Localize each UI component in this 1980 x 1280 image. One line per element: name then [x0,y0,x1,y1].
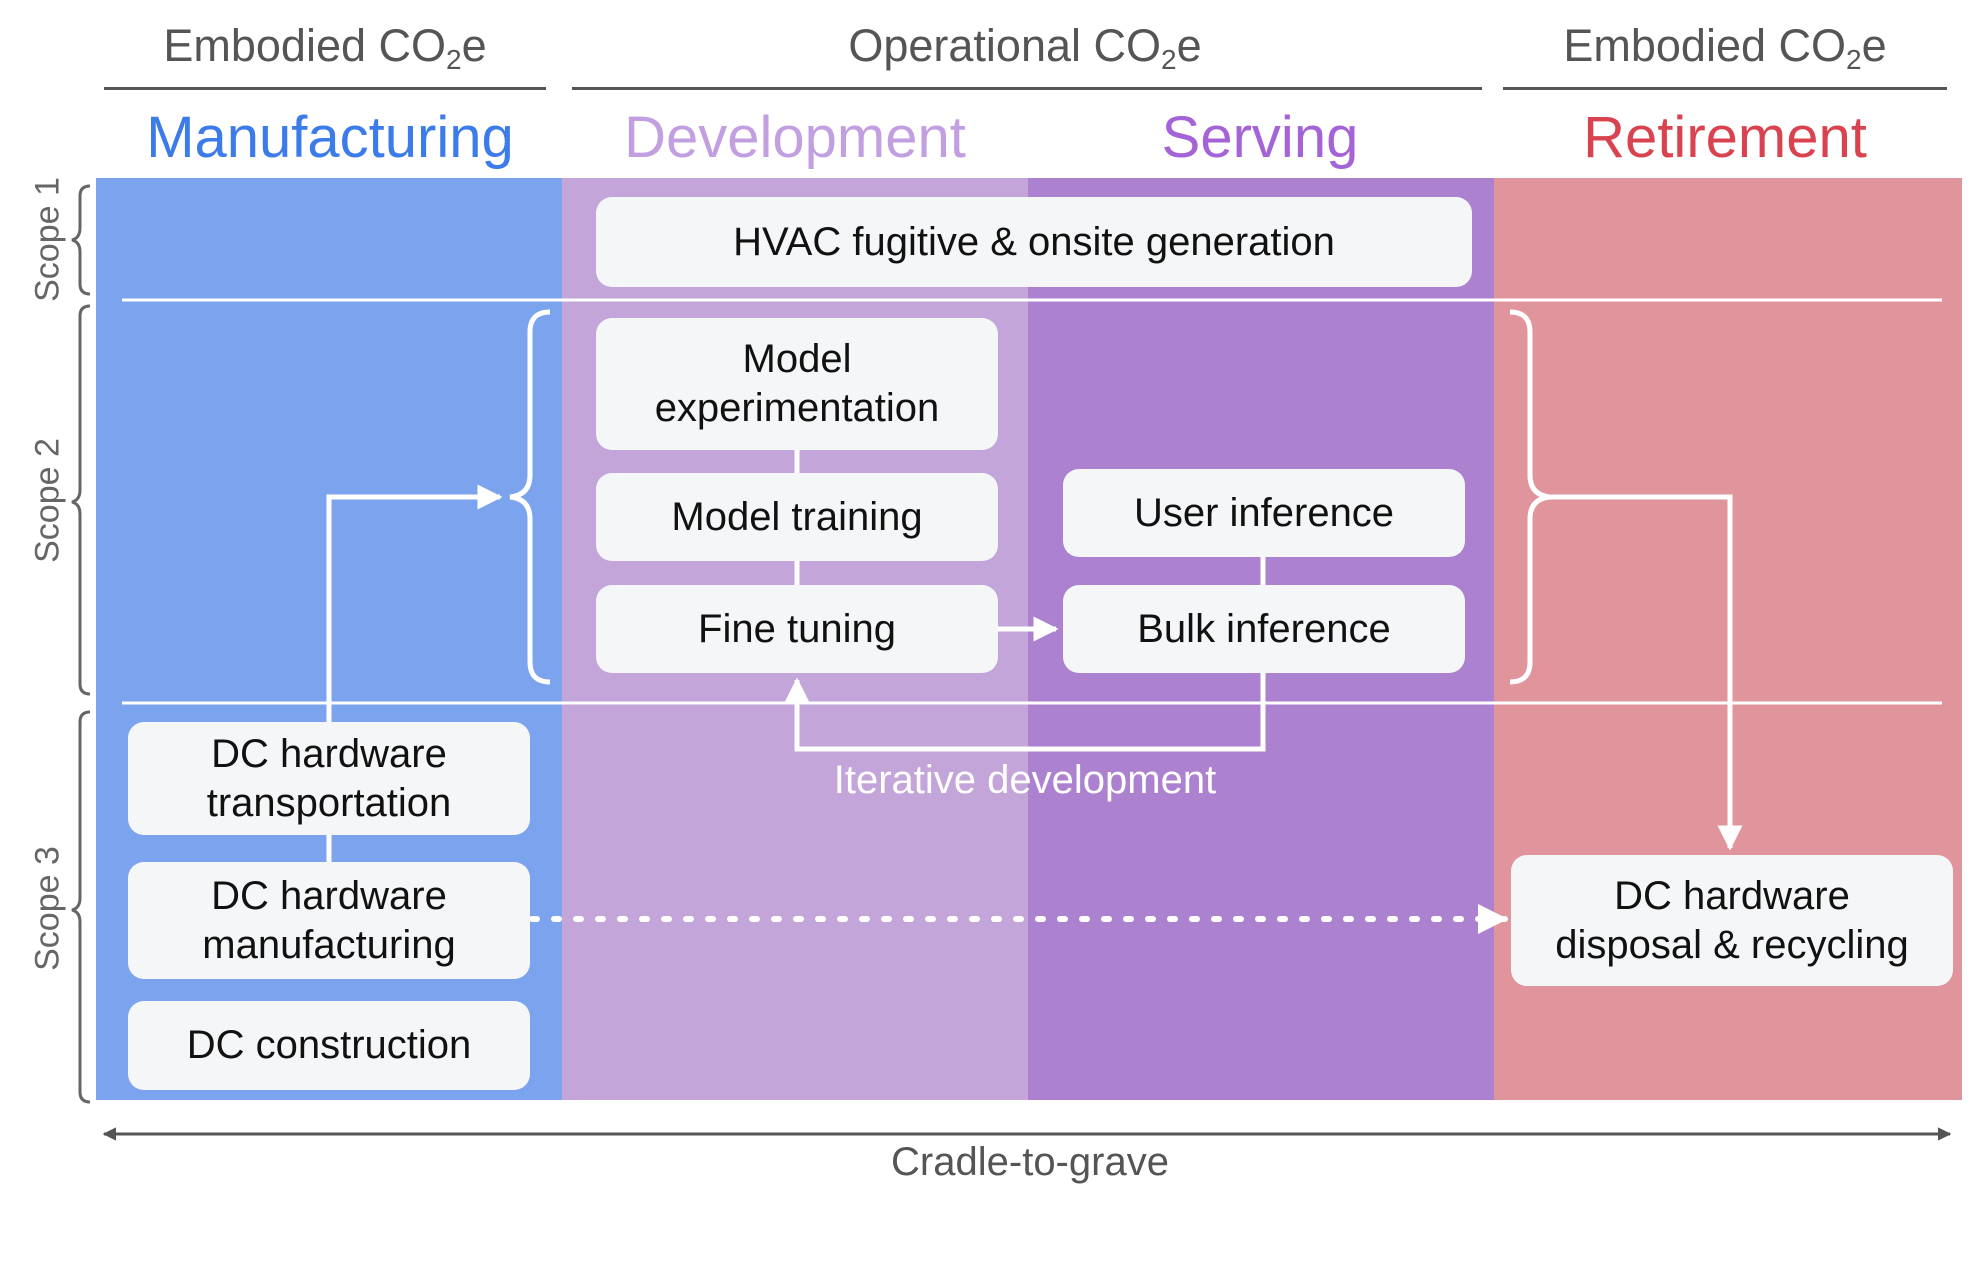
transport-to-operational-arrow [326,484,503,725]
iterative-loop-arrow [784,673,1266,752]
header-embodied-right-rule [1503,87,1947,90]
header-operational-rule [572,87,1482,90]
scope-2-label: Scope 2 [28,438,67,563]
scope2-brace [71,304,91,696]
box-dc-hardware-disposal: DC hardware disposal & recycling [1511,855,1953,986]
box-bulk-inference: Bulk inference [1063,585,1465,673]
operational-to-disposal-arrow [1550,494,1743,851]
scope3-brace [71,710,91,1104]
header-operational: Operational CO2e [848,20,1202,75]
phase-title-manufacturing: Manufacturing [146,105,514,170]
left-white-brace [509,309,551,685]
header-embodied-right: Embodied CO2e [1563,20,1887,75]
iterative-development-label: Iterative development [833,758,1217,802]
phase-title-development: Development [624,105,966,170]
box-dc-construction: DC construction [128,1001,530,1090]
phase-title-retirement: Retirement [1583,105,1867,170]
box-model-experimentation: Model experimentation [596,318,998,450]
scope1-brace [71,184,91,296]
right-white-brace [1509,309,1551,685]
box-dc-hardware-manufacturing: DC hardware manufacturing [128,862,530,979]
scope-3-label: Scope 3 [28,846,67,971]
box-fine-tuning: Fine tuning [596,585,998,673]
box-user-inference: User inference [1063,469,1465,557]
cradle-to-grave-label: Cradle-to-grave [891,1140,1169,1184]
phase-title-serving: Serving [1161,105,1359,170]
header-embodied-left-rule [104,87,546,90]
box-hvac-fugitive: HVAC fugitive & onsite generation [596,197,1472,287]
header-embodied-left: Embodied CO2e [163,20,487,75]
box-model-training: Model training [596,473,998,561]
box-dc-hardware-transportation: DC hardware transportation [128,722,530,835]
scope-1-label: Scope 1 [28,177,67,302]
